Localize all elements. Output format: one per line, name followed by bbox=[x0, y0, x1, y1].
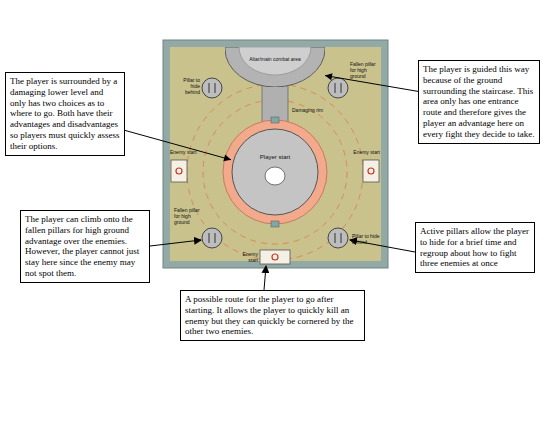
rim-notch bbox=[271, 221, 279, 227]
map-label: Enemy start bbox=[232, 252, 258, 264]
callout-text: A possible route for the player to go af… bbox=[185, 294, 360, 337]
arena-frame bbox=[163, 40, 388, 268]
callout-box: A possible route for the player to go af… bbox=[180, 290, 365, 341]
spawn-point bbox=[265, 167, 285, 185]
callout-box: Active pillars allow the player to hide … bbox=[415, 222, 535, 273]
callout-box: The player can climb onto the fallen pil… bbox=[20, 210, 150, 283]
arena-ground bbox=[170, 47, 381, 261]
map-label: Enemy start bbox=[170, 150, 202, 156]
pillar-symbol bbox=[202, 78, 348, 248]
callout-text: Active pillars allow the player to hide … bbox=[420, 226, 530, 269]
altar-shape bbox=[225, 47, 325, 87]
callout-text: The player can climb onto the fallen pil… bbox=[25, 214, 145, 279]
map-label: Fallen pillar for high ground bbox=[174, 208, 206, 225]
player-start-platform: Player start bbox=[231, 128, 319, 216]
map-label: Damaging rim bbox=[292, 108, 332, 114]
leader-arrow bbox=[125, 130, 231, 159]
area-label: Altar/main combat area bbox=[249, 47, 301, 62]
callout-box: The player is guided this way because of… bbox=[418, 60, 540, 144]
damaging-rim bbox=[223, 120, 327, 224]
callout-box: The player is surrounded by a damaging l… bbox=[5, 72, 125, 156]
staircase bbox=[262, 84, 288, 124]
leader-line bbox=[150, 240, 201, 246]
leader-arrow bbox=[325, 76, 418, 92]
callout-text: The player is guided this way because of… bbox=[423, 64, 535, 140]
rim-notch bbox=[271, 117, 279, 123]
altar-area: Altar/main combat area bbox=[225, 47, 325, 87]
callout-text: The player is surrounded by a damaging l… bbox=[10, 76, 120, 152]
map-label: Pillar to hide behind bbox=[176, 78, 200, 95]
dashed-route bbox=[187, 84, 363, 260]
arrow-head bbox=[325, 73, 332, 80]
start-label: Player start bbox=[245, 128, 305, 160]
map-label: Fallen pillar for high ground bbox=[350, 62, 380, 79]
platform-shape bbox=[231, 128, 319, 216]
map-label: Enemy start bbox=[350, 150, 380, 156]
map-label: Pillar to hide behind bbox=[352, 234, 380, 246]
arrow-head bbox=[223, 155, 231, 162]
leader-line bbox=[264, 266, 266, 290]
